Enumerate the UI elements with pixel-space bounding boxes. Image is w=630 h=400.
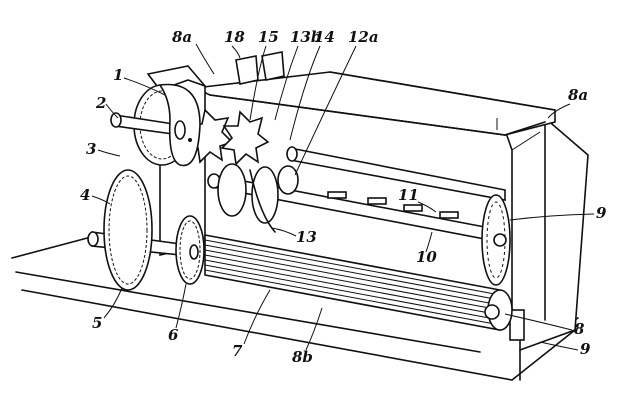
label-13: 12a	[348, 28, 379, 46]
reference-labels: 8a 18 15 13b 14 12a 8a 1 2 3 4 5 6 7 8b …	[80, 28, 607, 366]
label-4: 4	[80, 186, 90, 204]
right-gear	[481, 194, 511, 286]
upper-shaft	[286, 146, 506, 201]
label-10: 10	[416, 248, 437, 266]
large-gear-lower	[103, 169, 153, 291]
fluted-roller	[204, 234, 513, 331]
label-11: 9	[596, 204, 607, 222]
label-6: 6	[168, 326, 179, 344]
label-3: 3	[86, 140, 96, 158]
upper-cams	[235, 51, 285, 85]
cam-discs	[217, 163, 299, 233]
label-17: 15	[258, 28, 279, 46]
label-8a-left: 8a	[172, 28, 192, 46]
label-15: 14	[314, 28, 335, 46]
label-13b: 13	[296, 228, 317, 246]
label-1: 1	[113, 66, 123, 84]
label-18: 18	[224, 28, 245, 46]
label-12a: 11	[398, 186, 419, 204]
small-gear	[175, 215, 205, 285]
guide-plates	[327, 191, 459, 219]
label-2: 2	[95, 94, 106, 112]
top-cover-plate	[192, 71, 556, 136]
label-5: 5	[92, 314, 102, 332]
roller-flutes	[204, 239, 501, 326]
label-8a-right: 8a	[568, 86, 588, 104]
label-14: 13b	[290, 28, 321, 46]
lever-arm	[158, 83, 201, 167]
label-nine: 9	[580, 340, 591, 358]
label-8: 8	[574, 320, 585, 338]
label-8b: 8b	[292, 348, 313, 366]
label-7: 7	[232, 342, 243, 360]
leader-lines	[91, 43, 595, 351]
right-side-frame	[503, 117, 589, 352]
